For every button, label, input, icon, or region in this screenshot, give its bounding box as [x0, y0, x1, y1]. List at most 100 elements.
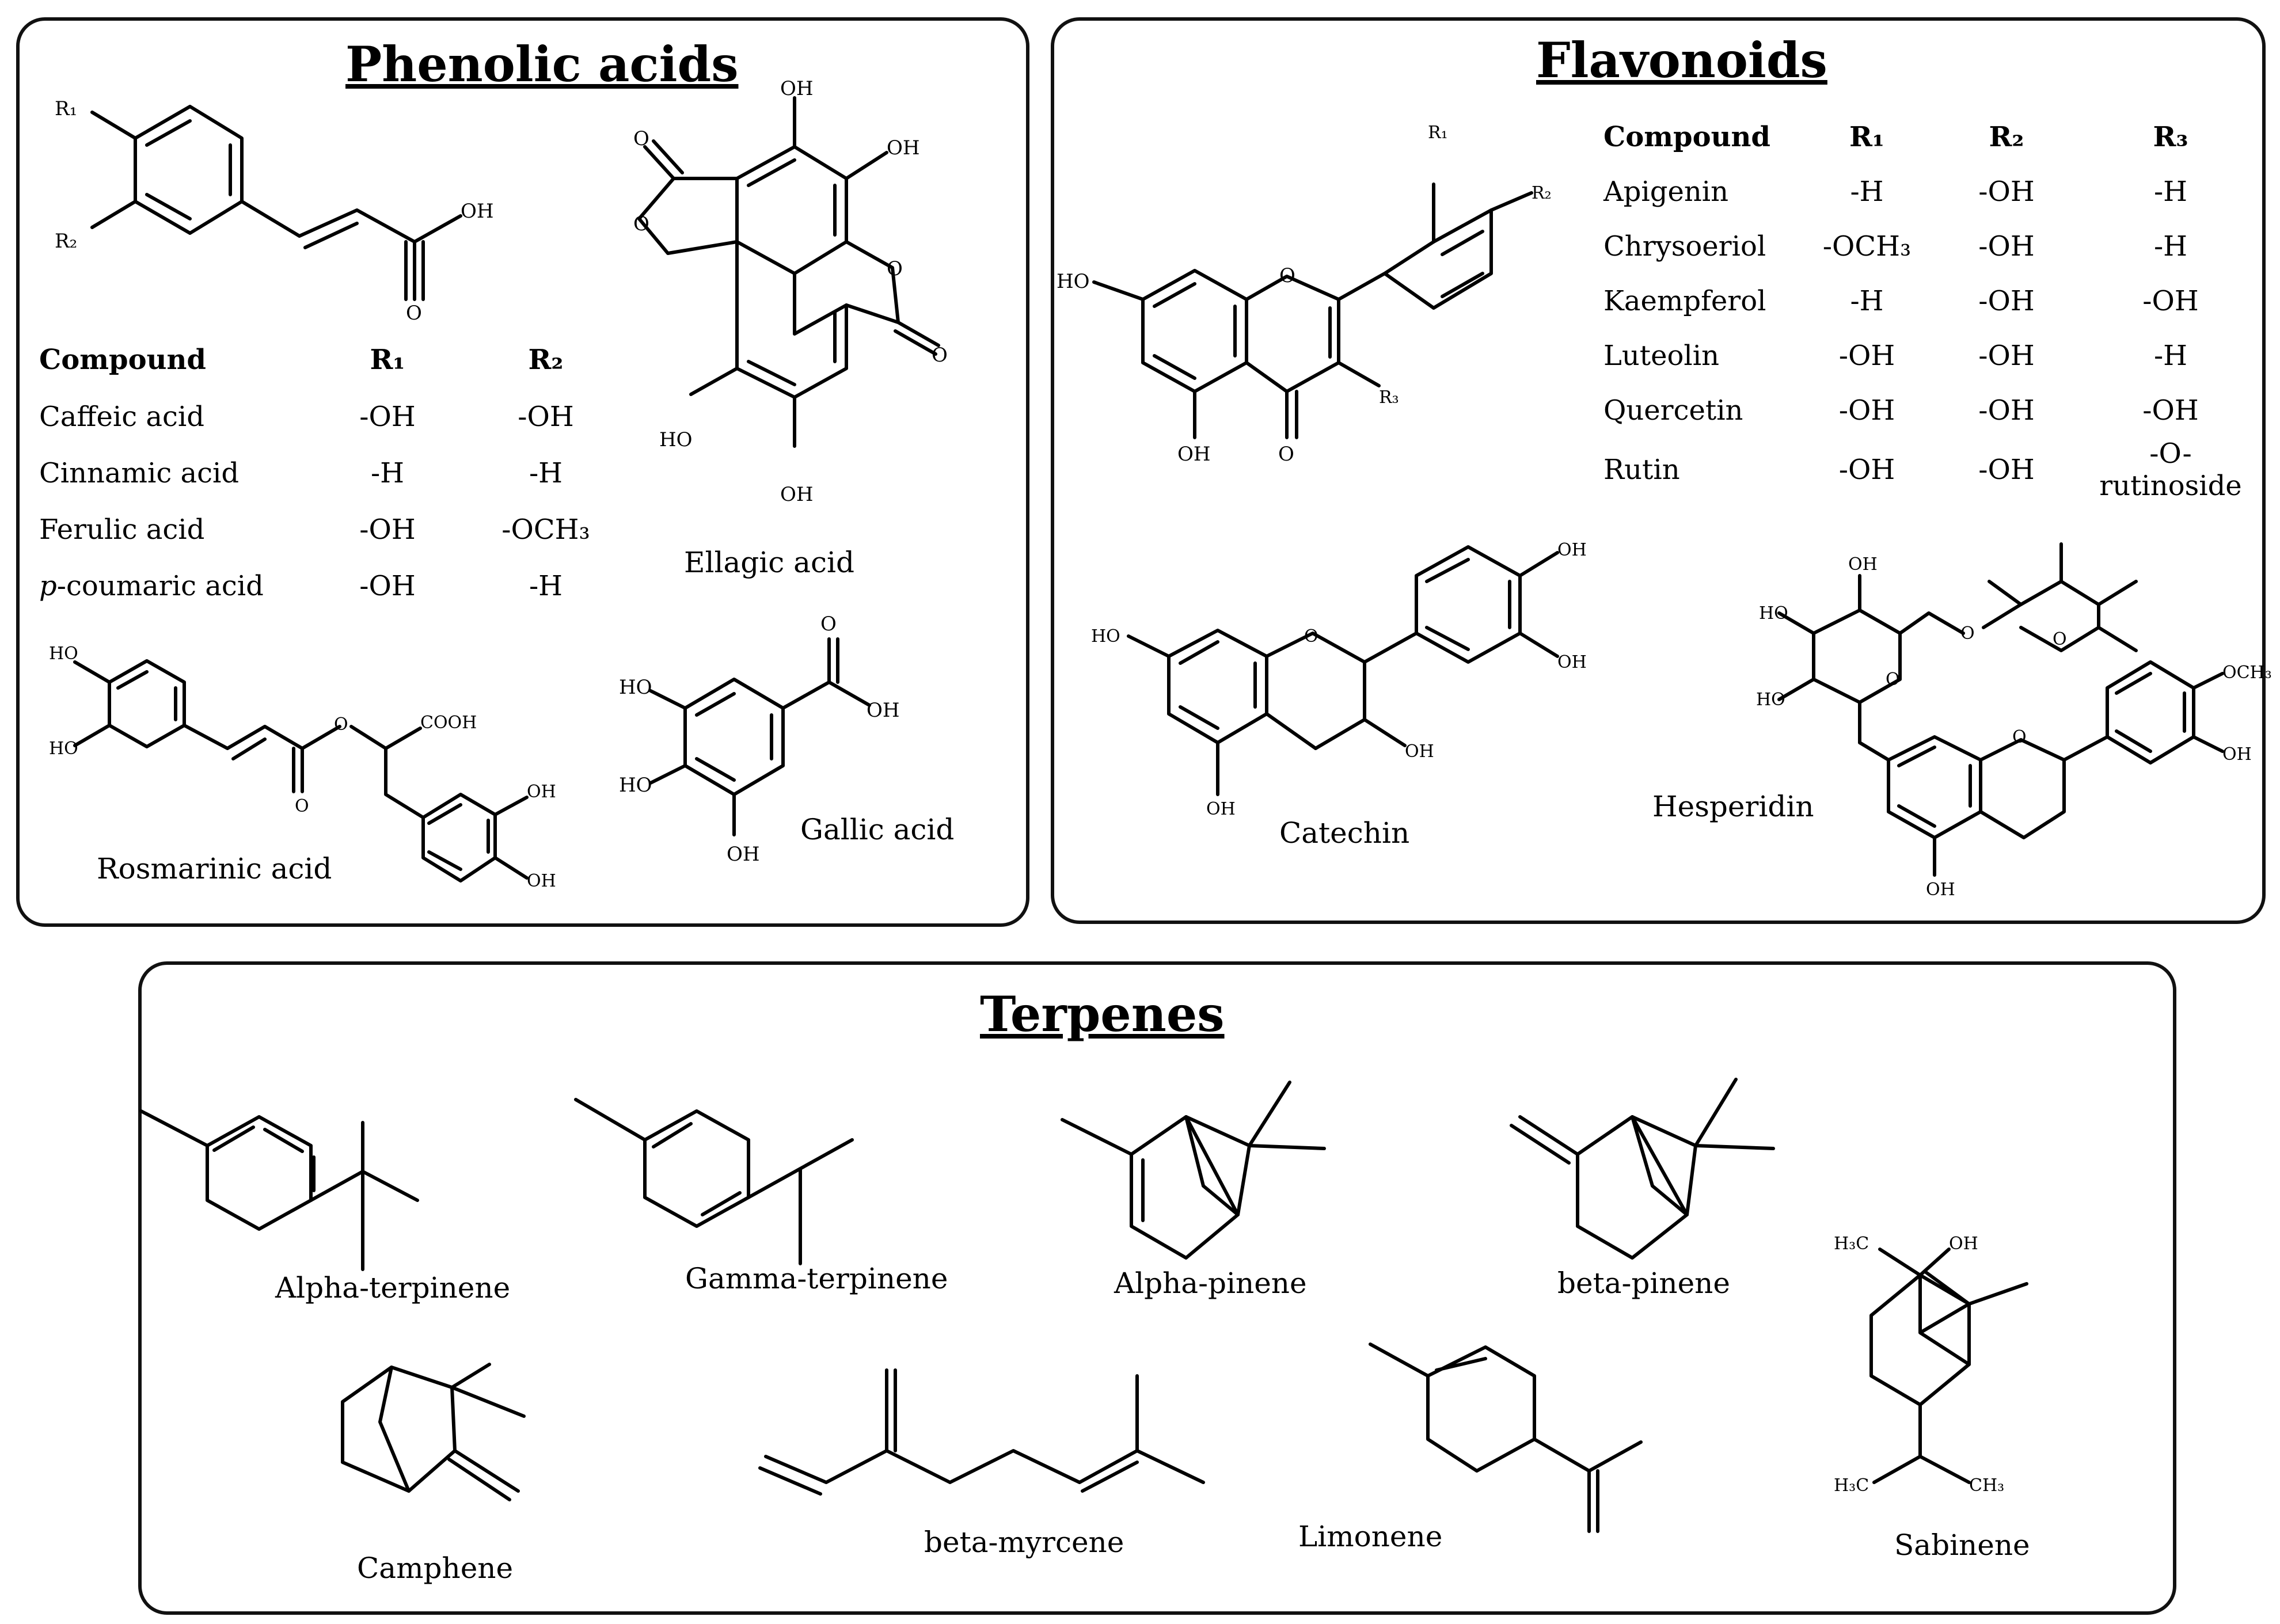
sabinene-oh: OH [1949, 1234, 1978, 1254]
cell: -H [1850, 175, 1884, 208]
table-row: Kaempferol -H -OH -OH [1603, 273, 2263, 328]
flavone-carbonyl-o: O [1278, 443, 1294, 466]
gallic-oh: OH [867, 699, 900, 722]
oh-label: OH [461, 200, 494, 223]
table-row: Luteolin -OH -OH -H [1603, 328, 2263, 383]
limonene-label: Limonene [1298, 1520, 1443, 1553]
cell: Apigenin [1603, 175, 1729, 208]
catechin-label: Catechin [1279, 816, 1410, 850]
header-r3: R₃ [2153, 120, 2188, 153]
cell: -OH [1978, 230, 2035, 263]
camphene-structure [341, 1363, 526, 1501]
cell: Chrysoeriol [1603, 230, 1766, 263]
cell: Rutin [1603, 454, 1680, 486]
rosmarinic-carbonyl-o: O [295, 796, 309, 816]
rosmarinic-oh2: OH [527, 871, 556, 891]
flavone-ho: HO [1057, 270, 1090, 293]
table-row: Chrysoeriol -OCH₃ -OH -H [1603, 219, 2263, 273]
hesperidin-o-chroman: O [2012, 727, 2027, 747]
rosmarinic-oh1: OH [527, 782, 556, 802]
cell: -OH [2142, 394, 2199, 427]
cell: -OCH₃ [501, 514, 590, 546]
table-row: Ferulic acid -OH -OCH₃ [39, 501, 632, 558]
cell: Caffeic acid [39, 401, 204, 433]
gallic-oh-bottom: OH [727, 843, 760, 866]
sabinene-h3c-bottom: H₃C [1834, 1475, 1869, 1496]
ellagic-o4: O [932, 344, 948, 367]
hesperidin-ho1: HO [1759, 603, 1788, 623]
flavone-r3: R₃ [1379, 387, 1399, 408]
cell: Ferulic acid [39, 514, 205, 546]
table-row: Rutin -OH -OH -O-rutinoside [1603, 438, 2263, 502]
flavone-r2: R₂ [1532, 183, 1552, 203]
beta-myrcene-structure [758, 1368, 1205, 1496]
phenolic-acids-title: Phenolic acids [345, 36, 739, 93]
catechin-oh1: OH [1557, 540, 1587, 560]
header-r2: R₂ [1989, 120, 2024, 153]
gallic-acid-label: Gallic acid [800, 813, 955, 846]
table-header-row: Compound R₁ R₂ [39, 331, 632, 389]
ellagic-o1: O [633, 212, 649, 235]
cell: -OH [518, 401, 574, 433]
table-row: Caffeic acid -OH -OH [39, 389, 632, 445]
cell: Cinnamic acid [39, 457, 240, 489]
gamma-terpinene-label: Gamma-terpinene [685, 1262, 948, 1295]
gamma-terpinene-structure [574, 1098, 854, 1265]
cell: -OH [1978, 454, 2035, 486]
cell: -H [2153, 339, 2188, 372]
cell: -H [1850, 284, 1884, 317]
cell: -H [529, 570, 563, 602]
hesperidin-oh-bottom: OH [1926, 880, 1955, 900]
ellagic-oh-right: OH [887, 136, 920, 159]
hesperidin-och3: OCH₃ [2222, 663, 2272, 683]
rosmarinic-acid-label: Rosmarinic acid [97, 852, 332, 885]
cell: p-coumaric acid [39, 570, 264, 602]
table-row: Cinnamic acid -H -H [39, 445, 632, 501]
sabinene-label: Sabinene [1894, 1528, 2030, 1562]
cell: -OH [359, 514, 416, 546]
beta-myrcene-label: beta-myrcene [924, 1526, 1124, 1559]
rosmarinic-cooh: COOH [420, 713, 477, 733]
table-row: Quercetin -OH -OH -OH [1603, 383, 2263, 438]
gallic-ho2: HO [619, 774, 652, 797]
catechin-ho: HO [1091, 626, 1120, 646]
ellagic-o2: O [633, 127, 649, 150]
cell: -OH [1978, 284, 2035, 317]
ellagic-ho: HO [659, 428, 693, 451]
catechin-oh-bottom: OH [1206, 799, 1236, 819]
hesperidin-oh1: OH [1848, 554, 1878, 575]
r1-label: R₁ [55, 97, 77, 120]
flavone-r1: R₁ [1428, 123, 1448, 143]
phenolic-acids-table: Compound R₁ R₂ Caffeic acid -OH -OH Cinn… [39, 331, 632, 614]
terpenes-panel [138, 961, 2176, 1615]
cell: -O-rutinoside [2099, 438, 2242, 502]
cell: -H [2153, 175, 2188, 208]
flavonoids-table: Compound R₁ R₂ R₃ Apigenin -H -OH -H Chr… [1603, 109, 2263, 503]
table-row: p-coumaric acid -OH -H [39, 558, 632, 614]
header-compound: Compound [39, 344, 206, 376]
header-r1: R₁ [370, 344, 405, 376]
cell: Quercetin [1603, 394, 1743, 427]
rosmarinic-ho2: HO [49, 739, 78, 759]
ellagic-oh-top: OH [780, 77, 814, 100]
alpha-terpinene-label: Alpha-terpinene [275, 1271, 511, 1304]
carbonyl-o-label: O [406, 302, 422, 325]
table-row: Apigenin -H -OH -H [1603, 164, 2263, 219]
cell: -OH [1838, 339, 1895, 372]
catechin-oh-c3: OH [1405, 741, 1434, 762]
hesperidin-o-ring: O [1886, 670, 1900, 690]
cell: -OH [1978, 339, 2035, 372]
beta-pinene-structure [1510, 1078, 1775, 1260]
hesperidin-ho2: HO [1756, 690, 1785, 710]
alpha-pinene-structure [1061, 1081, 1326, 1260]
header-r2: R₂ [528, 344, 564, 376]
cell: -OCH₃ [1822, 230, 1912, 263]
catechin-ring-o: O [1304, 626, 1318, 646]
gallic-ho1: HO [619, 676, 652, 699]
